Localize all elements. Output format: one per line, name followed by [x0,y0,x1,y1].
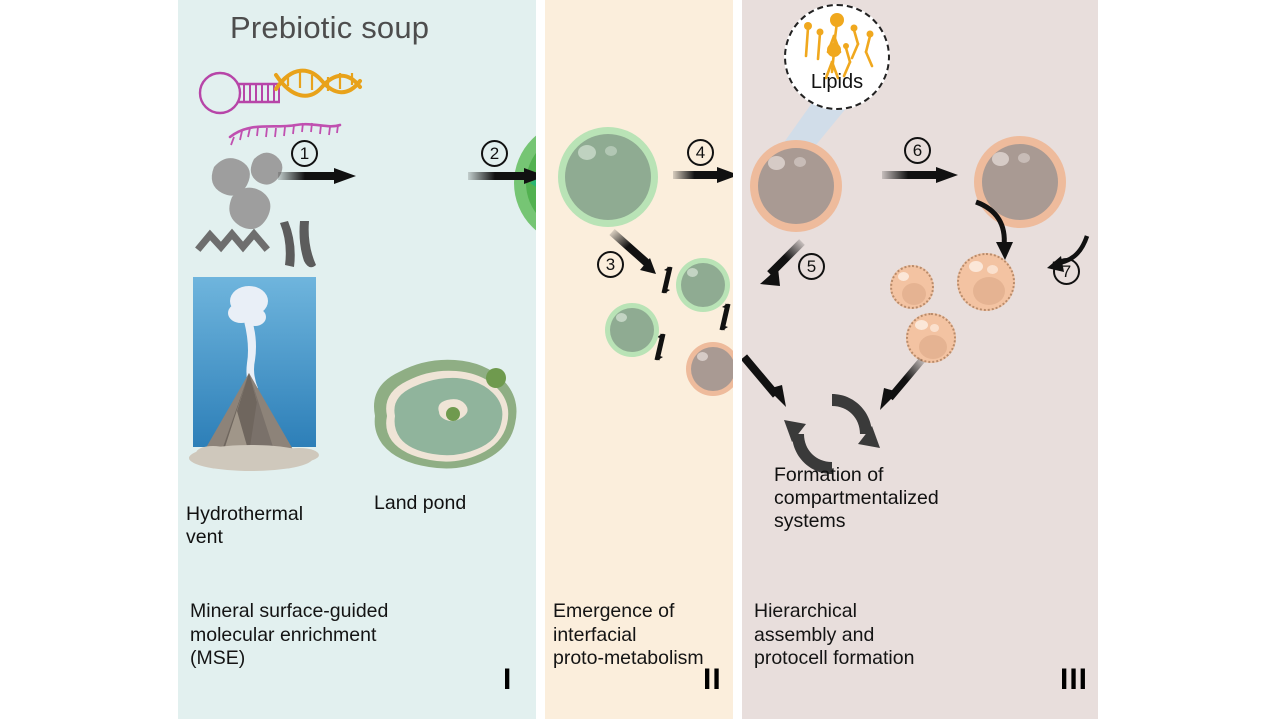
arrow-step-5 [760,239,805,286]
label-hydrothermal-vent: Hydrothermal vent [186,503,304,548]
prebiotic-molecules-group [195,68,362,268]
caption-panel-3: Hierarchical assembly and protocell form… [754,600,915,669]
step-number-1: 1 [291,140,318,167]
arrow-converge-left [742,354,786,407]
dna-helix-icon [274,68,362,98]
panel-numeral-2: II [703,663,722,696]
arrow-step-3 [609,229,656,274]
step-number-3: 3 [597,251,624,278]
peptide-strand-icon [280,221,316,268]
equilibrium-symbol-2 [654,333,666,361]
arrow-step-6 [882,167,958,183]
protocell-cluster-small-2 [957,253,1015,311]
protocell-cluster-small-1 [890,265,934,309]
hydrothermal-vent-illustration [189,277,319,471]
arrow-step-4 [673,167,733,183]
lipids-inset-label: Lipids [810,71,864,93]
peach-protocell-small [686,342,733,396]
mineral-particles-icon [211,152,283,230]
rna-hairpin-icon [198,71,280,115]
equilibrium-symbol-1 [661,266,673,294]
arrow-step-1 [278,168,356,184]
green-coacervate-small-left [605,303,659,357]
protocell-cluster-small-3 [906,313,956,363]
step-number-4: 4 [687,139,714,166]
curved-arrow-down-left [975,199,1013,260]
step-number-5: 5 [798,253,825,280]
arrow-step-2 [468,168,536,184]
panel-prebiotic-soup: Prebiotic soup [178,0,536,719]
panel-numeral-3: III [1060,663,1089,696]
peptide-helix-icon [195,228,270,253]
arrow-converge-right [880,357,925,410]
panel-protocell-formation: Lipids 6 [742,0,1098,719]
step-number-2: 2 [481,140,508,167]
cycle-arrows-icon [784,394,880,474]
equilibrium-symbol-3 [719,303,731,331]
protocell-left [750,140,842,232]
protocell-right [974,136,1066,228]
panel-proto-metabolism: 4 3 [545,0,733,719]
label-land-pond: Land pond [374,492,467,514]
green-coacervate-large [558,127,658,227]
lipids-inset: Lipids [784,4,890,110]
caption-panel-1: Mineral surface-guided molecular enrichm… [190,600,389,669]
step-number-6: 6 [904,137,931,164]
label-formation-of-compartmentalized-systems: Formation of compartmentalized systems [774,464,939,532]
inward-arrows-icon [530,179,536,187]
panel-numeral-1: I [503,663,513,696]
ssrna-icon [228,122,342,139]
lipid-molecules-icon [804,13,874,80]
step-number-7: 7 [1053,258,1080,285]
panel-title-prebiotic-soup: Prebiotic soup [230,10,430,45]
green-coacervate-small-right [676,258,730,312]
land-pond-illustration [374,359,517,469]
caption-panel-2: Emergence of interfacial proto-metabolis… [553,600,704,669]
